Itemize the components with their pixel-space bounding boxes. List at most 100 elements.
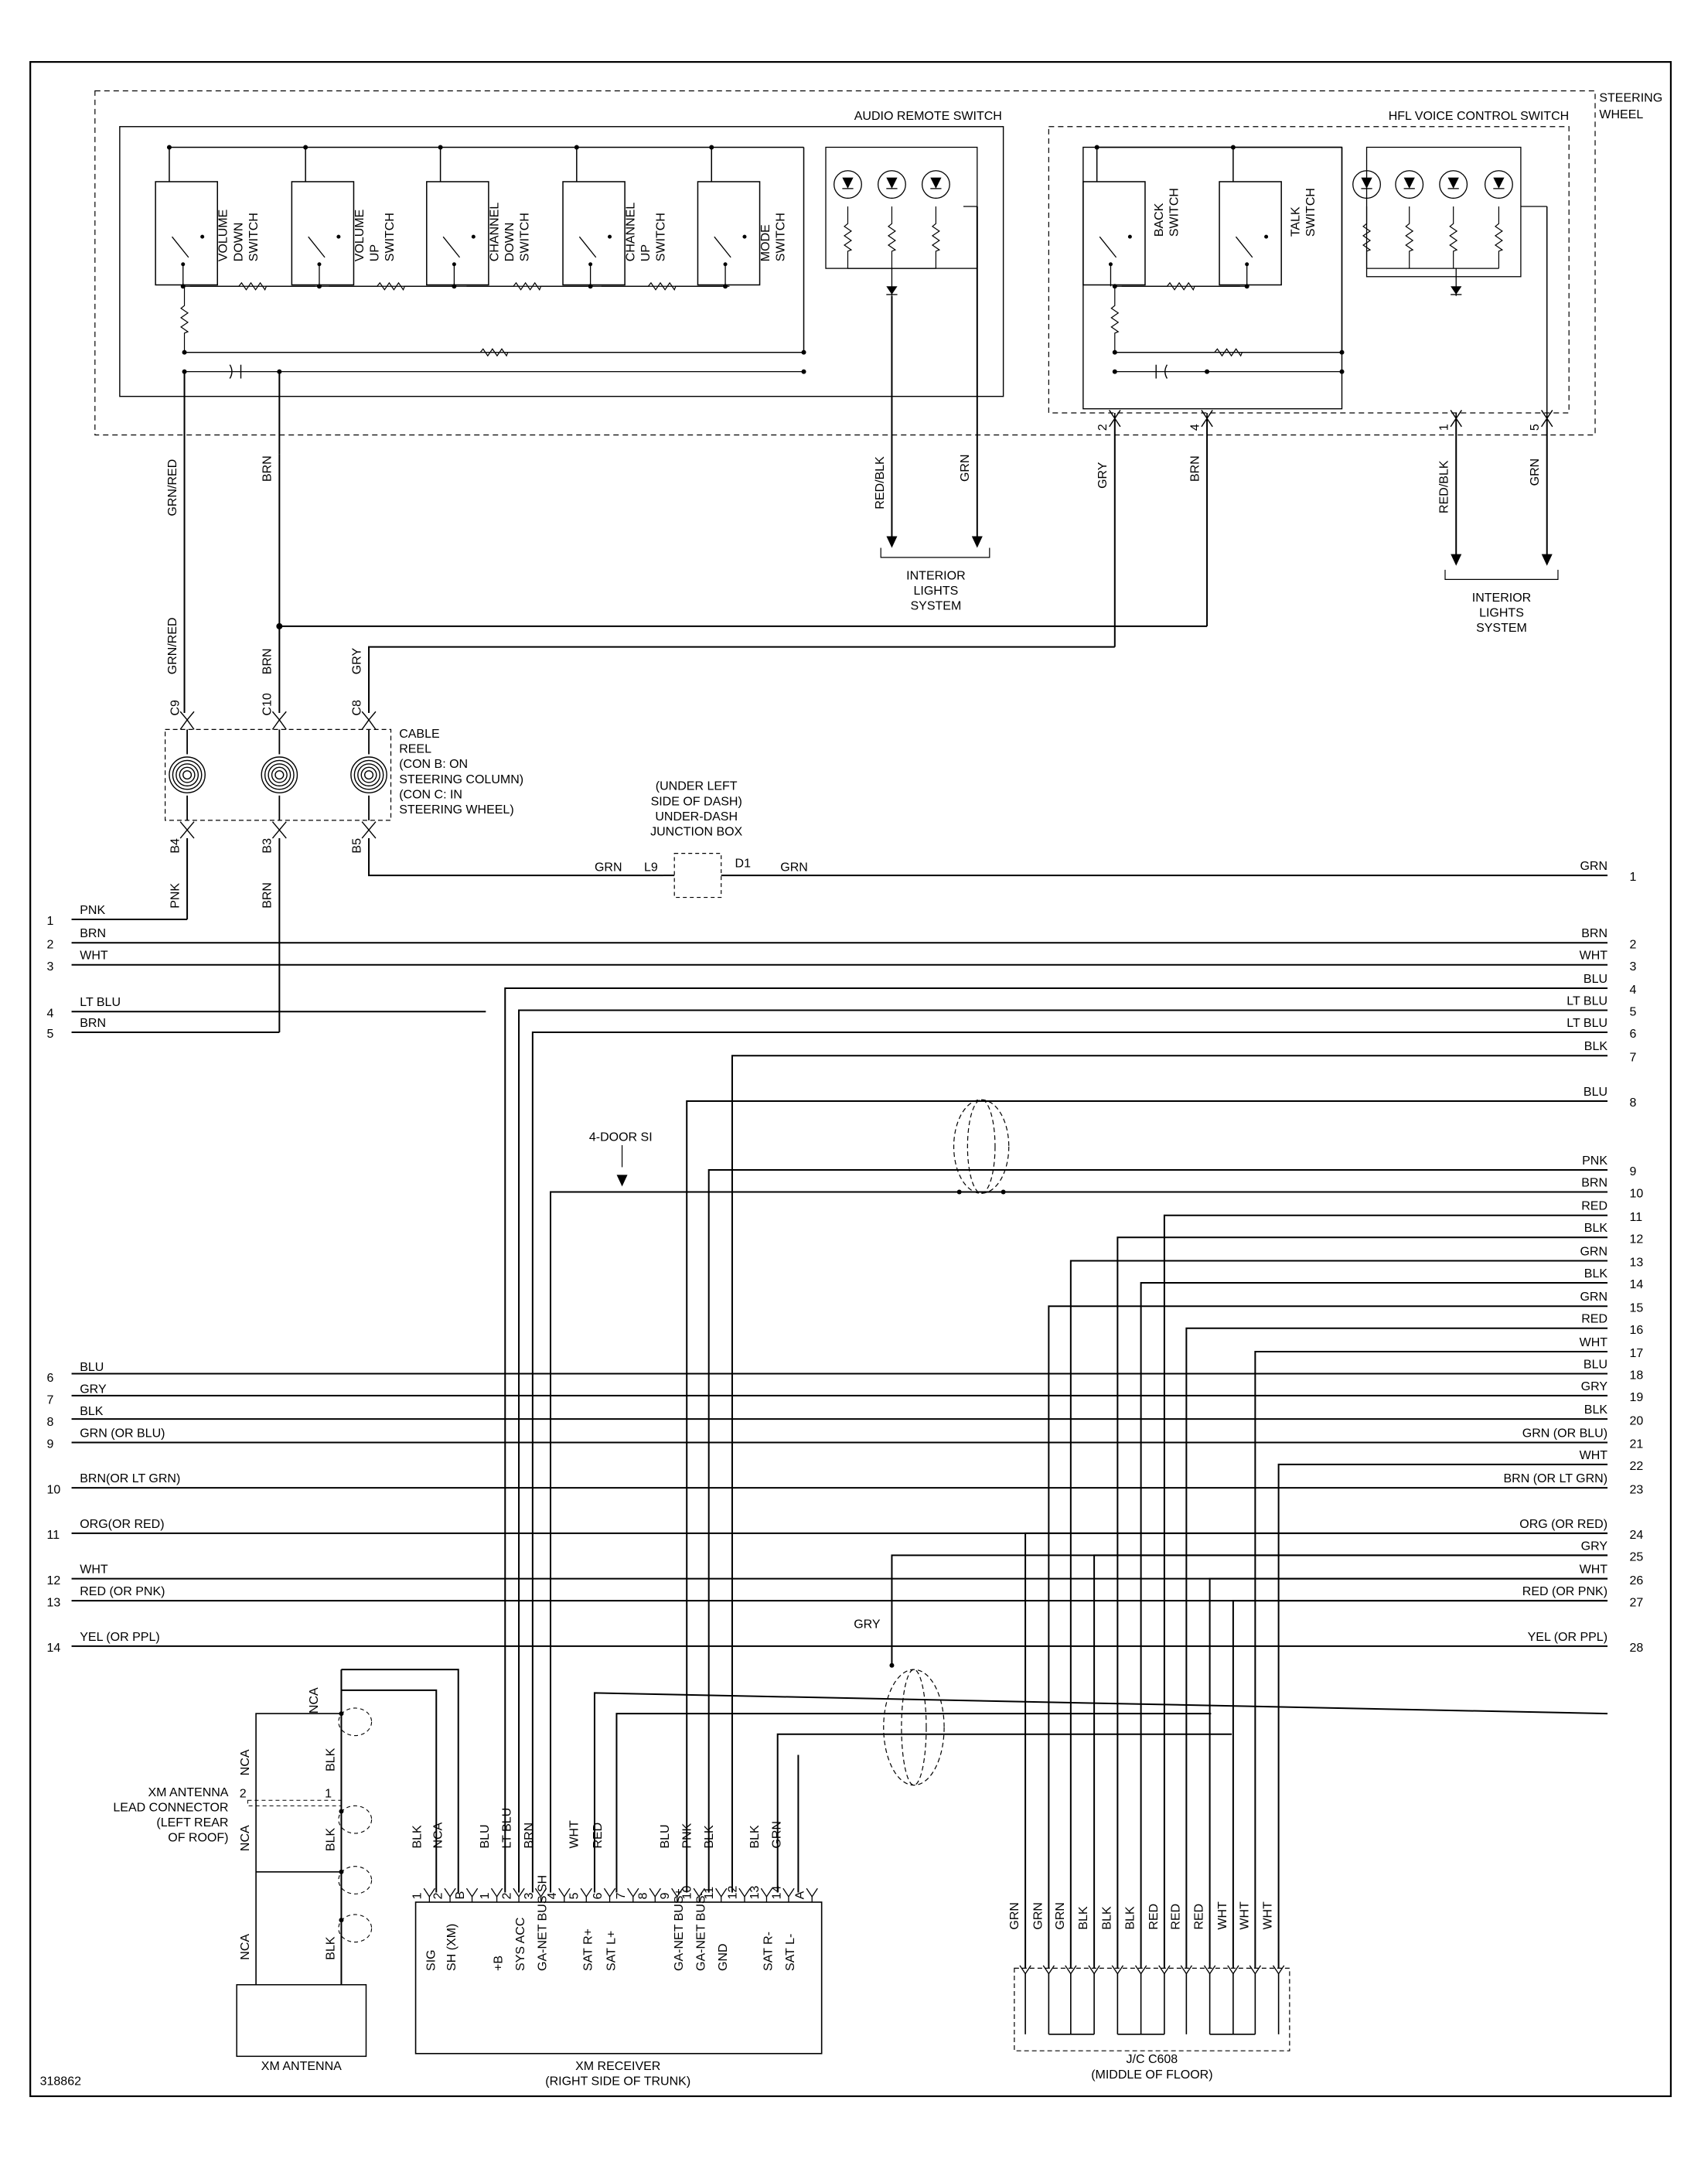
row-color-right: LT BLU [1567, 1017, 1607, 1030]
led-icon [930, 177, 942, 189]
junction-box-pin: D1 [735, 857, 752, 870]
row-color-right: BLK [1584, 1040, 1608, 1053]
wire-color-label: GRN [959, 454, 972, 482]
bracket [1444, 569, 1559, 580]
splice-dot [723, 284, 728, 289]
row-number-right: 6 [1630, 1028, 1637, 1041]
resistor [180, 286, 189, 353]
junction-box-label: SIDE OF DASH) [651, 795, 742, 808]
wire-color-label: GRN/RED [166, 617, 179, 674]
splice-dot [1339, 350, 1345, 355]
wire-color-label: GRN [1008, 1902, 1021, 1930]
switch-label: UP [639, 244, 653, 261]
led-icon [1484, 170, 1513, 199]
resistor [1114, 348, 1342, 357]
row-color-right: BRN [1581, 1176, 1607, 1189]
resistor [184, 348, 804, 357]
lead-connector-label: OF ROOF) [168, 1832, 228, 1845]
row-number-right: 9 [1630, 1165, 1637, 1178]
resistor [466, 281, 588, 291]
wire-color-label: LT BLU [500, 1808, 513, 1849]
row-number-right: 21 [1630, 1438, 1644, 1451]
switch-blade-icon [1099, 236, 1117, 258]
jc-title: J/C C608 [1127, 2053, 1178, 2066]
cable-reel-label: STEERING WHEEL) [399, 803, 513, 817]
clockspring-coil-icon [268, 763, 291, 787]
switch-blade-icon [308, 236, 326, 258]
led-icon [842, 177, 854, 189]
row-number-right: 19 [1630, 1391, 1644, 1404]
arrow-icon [886, 536, 898, 548]
resistor [189, 281, 315, 291]
xm-pin-number: 1 [479, 1892, 492, 1899]
switch-label: DOWN [503, 223, 516, 262]
shield-icon [338, 1805, 373, 1834]
wire [1117, 1236, 1608, 1969]
row-color-left: BLU [80, 1361, 104, 1374]
row-color-right: BRN (OR LT GRN) [1504, 1472, 1608, 1485]
xm-pin-number: 9 [659, 1892, 672, 1899]
interior-lights-label: LIGHTS [1479, 606, 1524, 619]
resistor [1362, 206, 1372, 269]
xm-pin-number: 1 [411, 1892, 424, 1899]
switch-label: SWITCH [1168, 188, 1181, 237]
row-color-right: GRY [1581, 1540, 1608, 1553]
xm-pin-number: A [794, 1891, 807, 1899]
wire-color-label: RED [1147, 1904, 1161, 1930]
xm-pin-number: 4 [546, 1892, 559, 1899]
xm-pin-name: SAT L+ [605, 1931, 619, 1971]
wire-brn [550, 1191, 1608, 1893]
row-number-left: 1 [47, 915, 54, 928]
splice-dot [1112, 350, 1117, 355]
cable-reel-pin: C8 [350, 700, 363, 716]
wire [1232, 1600, 1608, 1969]
lead-connector-label: (LEFT REAR [156, 1816, 228, 1830]
jc-c608-box [1014, 1967, 1290, 2051]
connector-pin-icon [782, 1887, 795, 1898]
row-number-right: 14 [1630, 1278, 1644, 1291]
wire-color-label: GRN [1031, 1902, 1045, 1930]
lead-pin: 2 [240, 1788, 247, 1801]
splice-dot [1339, 369, 1345, 374]
resistor [1121, 281, 1240, 291]
row-color-left: RED (OR PNK) [80, 1585, 165, 1598]
row-color-right: RED [1581, 1200, 1607, 1213]
wire-color-label: NCA [431, 1822, 445, 1848]
cable-reel-pin: B4 [169, 838, 182, 854]
wire [1209, 1577, 1608, 1969]
switch-label: MODE [759, 224, 772, 261]
row-color-right: WHT [1580, 1449, 1608, 1462]
wire [518, 1009, 1608, 1893]
xm-pin-number: B [454, 1891, 467, 1900]
hfl-switch-2 [1219, 181, 1282, 286]
row-number-left: 4 [47, 1007, 54, 1020]
wire-color-label: RED [1193, 1904, 1206, 1930]
splice-dot [889, 1662, 895, 1668]
wire [1254, 1350, 1608, 1969]
resistor [1449, 206, 1458, 269]
xm-receiver-title: (RIGHT SIDE OF TRUNK) [545, 2075, 690, 2089]
wire-gry [368, 646, 1115, 714]
wire-color-label: BRN [261, 648, 274, 674]
wire [1024, 1532, 1608, 1969]
wire-color-label: BRN [1188, 455, 1202, 482]
switch-contact [608, 234, 612, 239]
led-icon [877, 170, 906, 199]
hfl-pin-number: 5 [1529, 424, 1542, 431]
wire [1163, 1214, 1608, 1969]
arrow-icon [1541, 554, 1553, 566]
wire-color-label: WHT [1216, 1901, 1229, 1930]
resistor [1110, 286, 1120, 353]
hfl-boundary [1048, 126, 1570, 414]
splice-dot [1230, 145, 1236, 150]
wire-color-label: BLK [1077, 1906, 1090, 1930]
connector-pin-icon [179, 711, 195, 730]
row-number-right: 11 [1630, 1211, 1643, 1224]
xm-pin-name: GA-NET BUS SH [537, 1875, 550, 1971]
switch-label: TALK [1289, 206, 1302, 237]
hfl-title: HFL VOICE CONTROL SWITCH [1389, 110, 1570, 123]
row-number-right: 1 [1630, 871, 1637, 884]
wire-color-label: PNK [169, 883, 182, 909]
led-icon [1439, 170, 1468, 199]
xm-pin-number: 7 [615, 1892, 628, 1899]
